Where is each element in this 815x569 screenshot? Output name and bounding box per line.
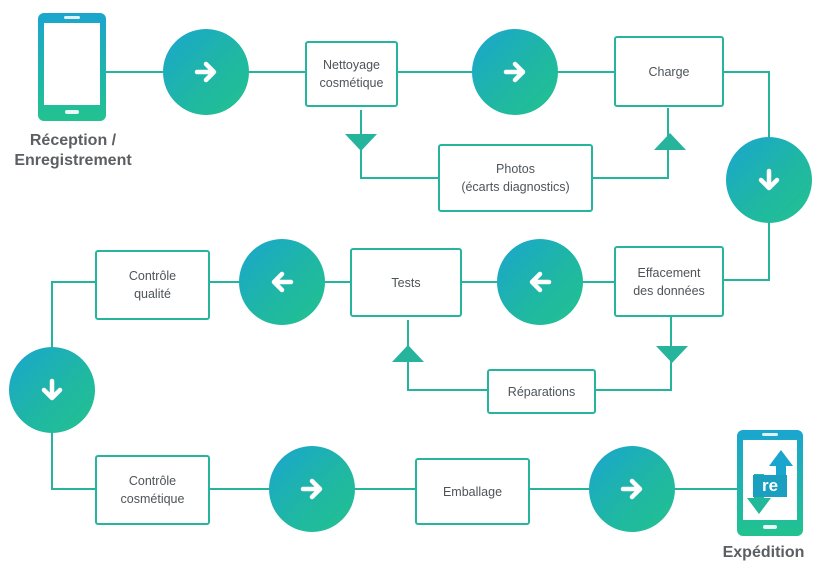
arrow-right-icon — [300, 478, 323, 500]
arrow-right-circle — [589, 446, 675, 532]
arrow-right-icon — [620, 478, 643, 500]
triangle-up-marker — [392, 345, 424, 362]
step-charge: Charge — [614, 36, 724, 107]
step-emballage: Emballage — [415, 458, 530, 525]
arrow-left-circle — [497, 239, 583, 325]
triangle-down-marker — [345, 134, 377, 151]
arrow-left-circle — [239, 239, 325, 325]
arrow-down-circle — [9, 347, 95, 433]
expedition-label: Expédition — [722, 544, 805, 561]
reception-label: Réception / Enregistrement — [14, 132, 132, 169]
arrow-left-icon — [529, 271, 552, 293]
step-nettoyage-cosmetique: Nettoyage cosmétique — [305, 41, 398, 107]
arrow-right-icon — [194, 61, 217, 83]
step-controle-qualite: Contrôle qualité — [95, 250, 210, 320]
expedition-phone-icon: re — [737, 430, 803, 536]
arrow-right-circle — [269, 446, 355, 532]
reception-phone-icon — [38, 13, 106, 121]
step-controle-cosmetique: Contrôle cosmétique — [95, 455, 210, 525]
arrow-down-circle — [726, 137, 812, 223]
step-effacement-donnees: Effacement des données — [614, 246, 724, 317]
arrow-right-icon — [503, 61, 526, 83]
arrow-right-circle — [163, 29, 249, 115]
arrow-down-icon — [758, 168, 780, 191]
arrow-right-circle — [472, 29, 558, 115]
triangle-up-marker — [654, 133, 686, 150]
triangle-down-marker — [656, 346, 688, 363]
step-reparations: Réparations — [487, 369, 596, 414]
refurb-logo-text: re — [761, 476, 779, 495]
arrow-down-icon — [41, 378, 63, 401]
arrow-left-icon — [271, 271, 294, 293]
step-tests: Tests — [350, 248, 462, 317]
step-photos: Photos (écarts diagnostics) — [438, 144, 593, 212]
